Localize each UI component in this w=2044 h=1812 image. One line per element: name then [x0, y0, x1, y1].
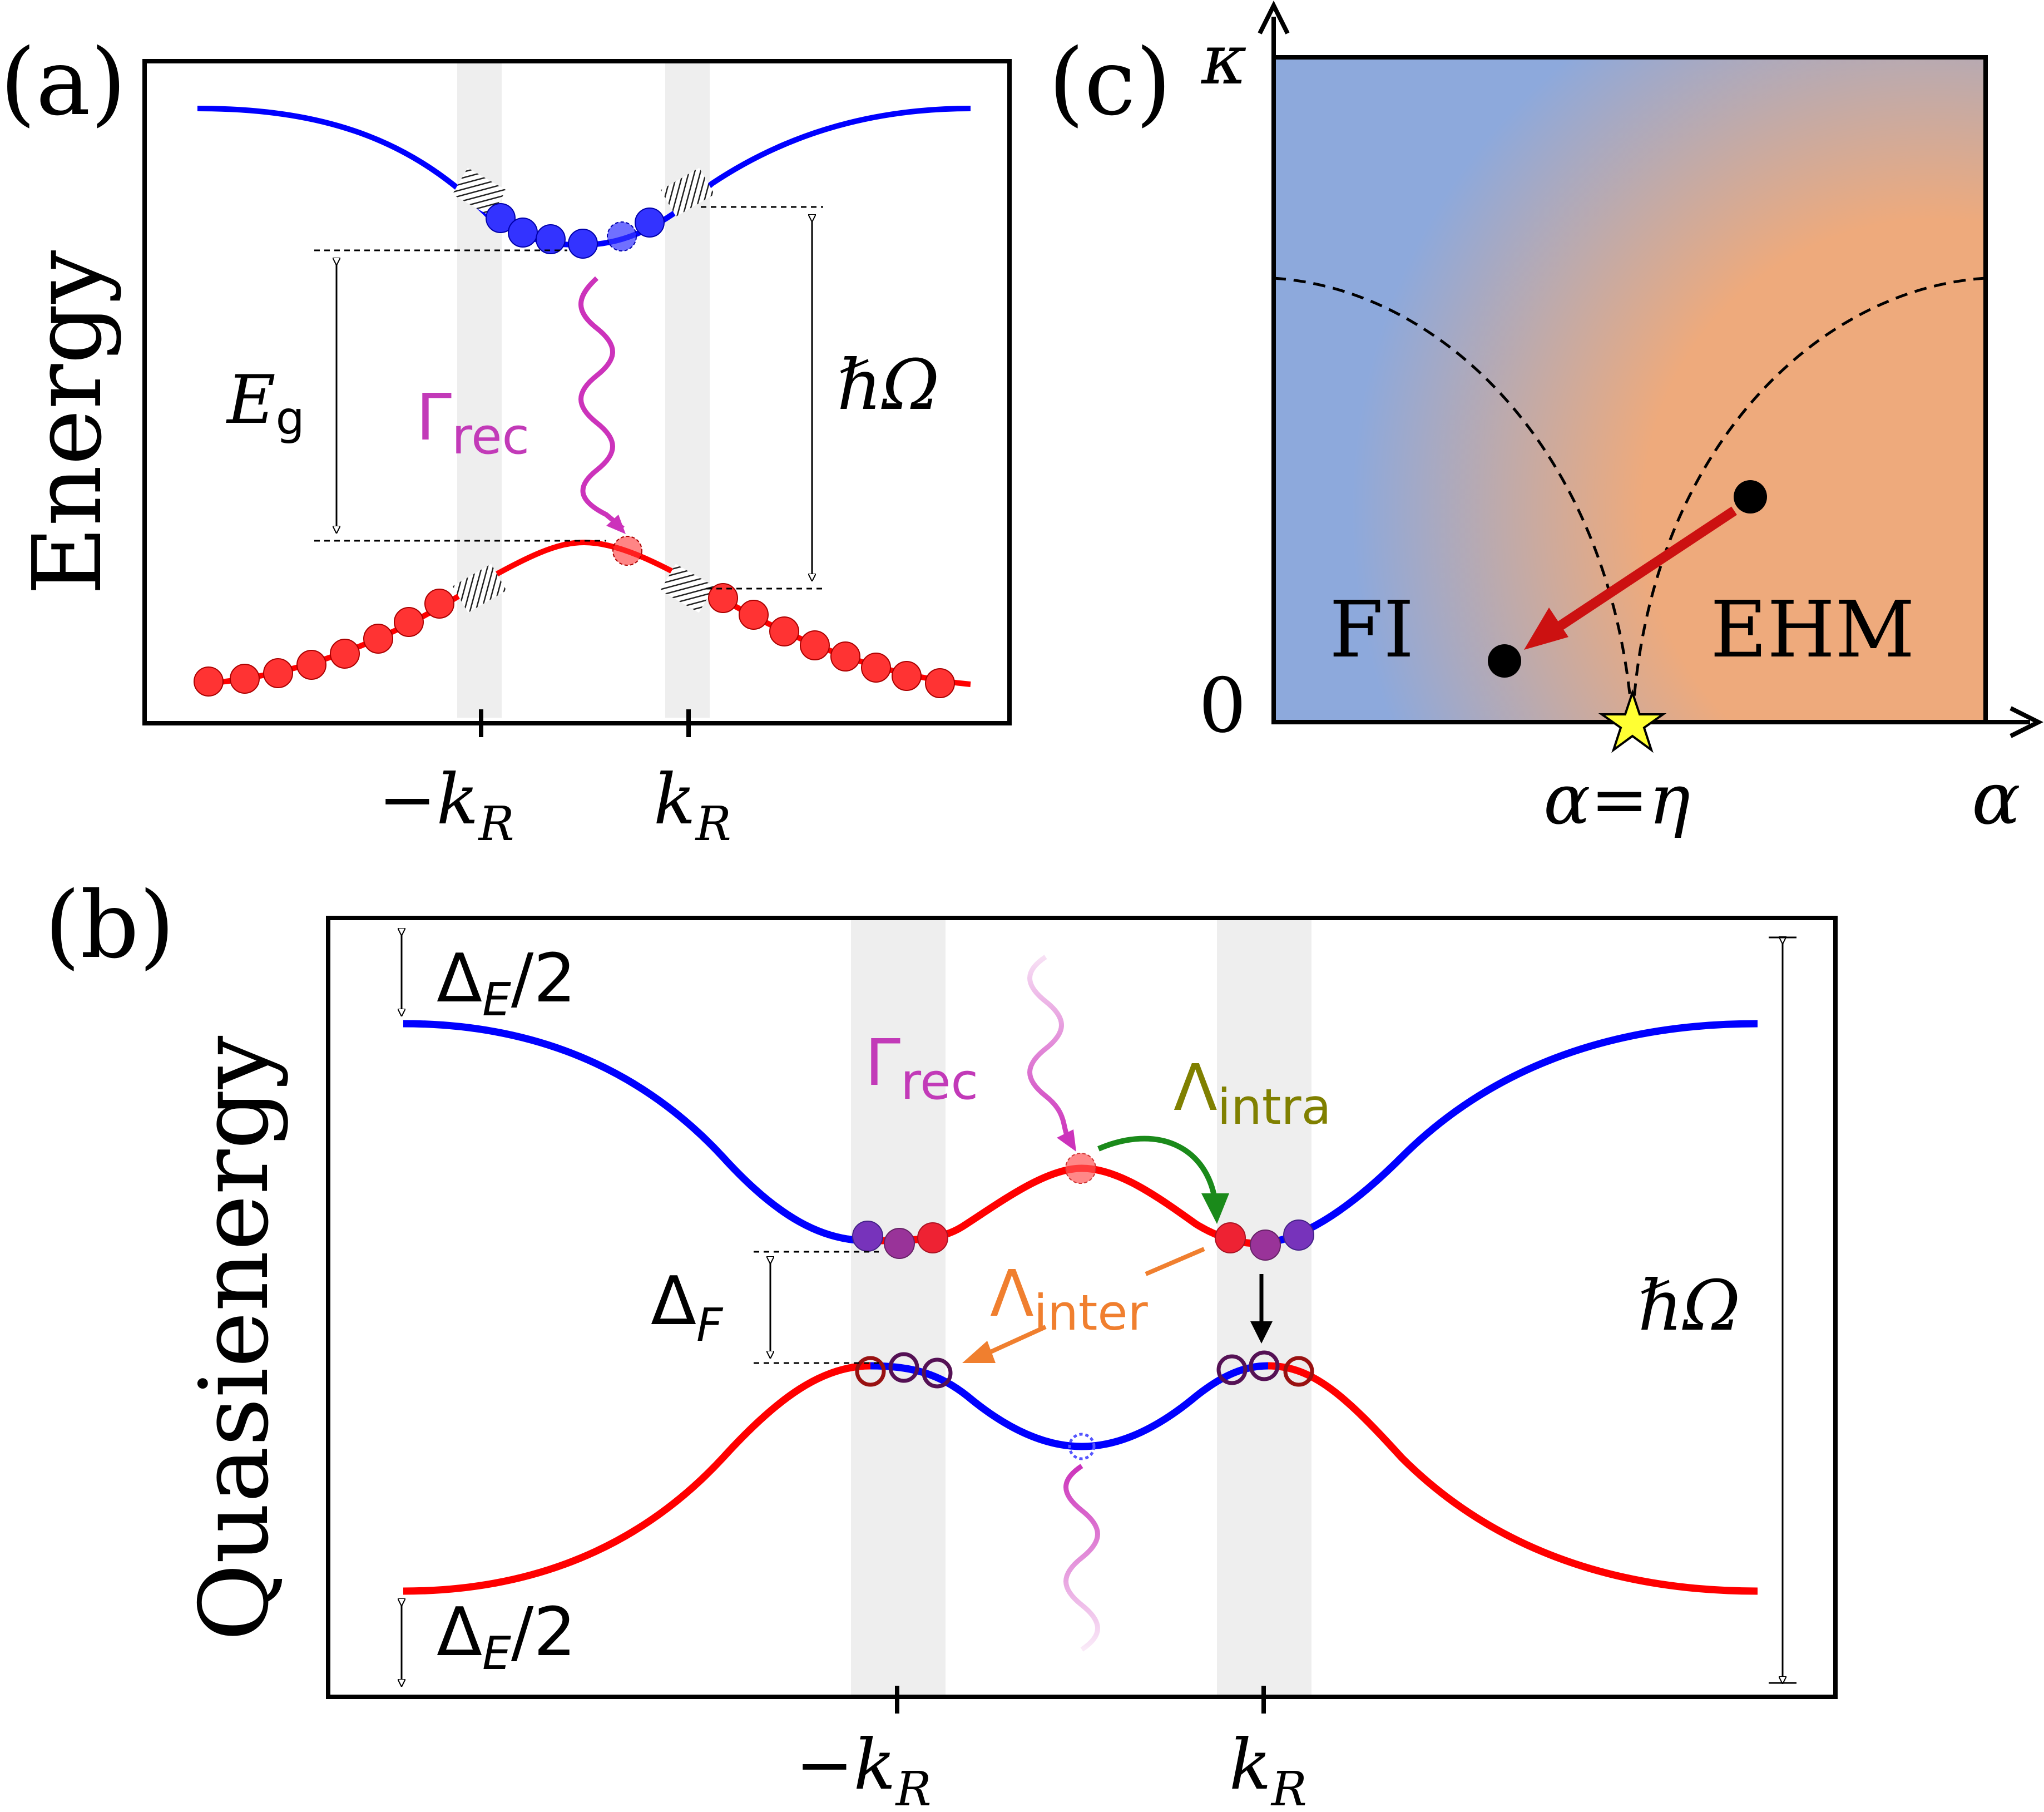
phase-boundary-right — [1631, 277, 1986, 723]
filled-states-upper-b — [852, 1153, 1314, 1261]
half-gap-label-bottom: ΔE/2 — [437, 1594, 576, 1680]
recombination-wave-b-bottom — [1063, 1464, 1100, 1652]
band-shade-right-a — [665, 61, 710, 718]
empty-states-lower-b — [855, 1350, 1314, 1460]
panel-c: (c) κ α 0 α=η FI EHM — [1048, 1, 2043, 841]
inter-scatter-arrowhead — [962, 1341, 996, 1363]
inter-scatter-arrow-top — [1145, 1247, 1205, 1276]
panel-b: (b) Quasienergy — [44, 872, 1838, 1812]
tick-label-right-b: kR — [1229, 1725, 1307, 1812]
recombination-wave-b-top — [1027, 955, 1071, 1139]
intra-scatter-arrow — [1097, 1135, 1218, 1202]
inter-label: Λinter — [990, 1257, 1149, 1341]
initial-state-dot — [1734, 480, 1767, 514]
vertical-transition-arrowhead — [1250, 1321, 1273, 1344]
half-gap-label-top: ΔE/2 — [437, 940, 576, 1026]
critical-label: α=η — [1543, 759, 1690, 840]
panel-c-tag: (c) — [1048, 29, 1171, 136]
kappa-axis-arrowhead — [1258, 1, 1290, 34]
band-shade-right-b — [1217, 918, 1311, 1697]
phase-boundary-left — [1273, 277, 1634, 723]
guides-a — [314, 206, 823, 590]
hatched-regions-a — [452, 167, 715, 613]
phase-label-ehm: EHM — [1710, 585, 1915, 675]
alpha-label: α — [1972, 756, 2021, 841]
intra-scatter-arrowhead — [1201, 1193, 1229, 1224]
panel-b-frame — [326, 916, 1838, 1699]
alpha-axis-arrowhead — [2010, 706, 2043, 738]
electrons-valence-a — [194, 536, 955, 698]
panel-a: (a) Energy — [0, 29, 1012, 852]
panel-a-frame — [142, 59, 1012, 725]
band-shade-left-b — [851, 918, 946, 1697]
drive-label-a: ℏΩ — [837, 345, 939, 426]
origin-label: 0 — [1199, 662, 1246, 749]
recombination-wave-a — [578, 276, 625, 531]
quench-arrowhead — [1524, 608, 1568, 650]
tick-label-left-b: −kR — [795, 1725, 931, 1812]
rec-label-a: Γrec — [416, 381, 529, 466]
lower-band-blue-center — [870, 1362, 1269, 1450]
panel-a-tag: (a) — [0, 29, 126, 136]
electrons-conduction-a — [486, 203, 665, 259]
gap-label-a: Eg — [226, 362, 305, 445]
panel-b-tag: (b) — [44, 872, 175, 979]
guides-b — [754, 1251, 879, 1364]
rec-label-b: Γrec — [865, 1026, 978, 1111]
ehm-region — [1274, 57, 1986, 722]
band-shade-left-a — [457, 61, 502, 718]
kappa-label: κ — [1200, 19, 1247, 100]
intra-label: Λintra — [1174, 1051, 1332, 1135]
quench-arrow — [1549, 506, 1737, 636]
floquet-gap-label: ΔF — [651, 1263, 724, 1352]
drive-label-b: ℏΩ — [1638, 1266, 1740, 1346]
tick-label-right-a: kR — [654, 759, 731, 852]
critical-point-star — [1598, 689, 1667, 753]
phase-label-fi: FI — [1329, 585, 1414, 675]
panel-b-ylabel: Quasienergy — [180, 1035, 290, 1641]
conduction-band — [197, 106, 971, 248]
lower-band-red-left — [403, 1362, 871, 1595]
inter-scatter-arrow-bottom — [983, 1325, 1047, 1357]
recombination-arrowhead-a — [606, 515, 626, 534]
tick-label-left-a: −kR — [378, 759, 514, 852]
recombination-arrowhead-b — [1057, 1129, 1076, 1152]
lower-band-red-right — [1268, 1362, 1758, 1595]
final-state-dot — [1488, 644, 1521, 678]
panel-a-ylabel: Energy — [13, 250, 123, 595]
upper-band-blue-right — [1256, 1020, 1758, 1247]
upper-band-blue-left — [403, 1020, 868, 1245]
